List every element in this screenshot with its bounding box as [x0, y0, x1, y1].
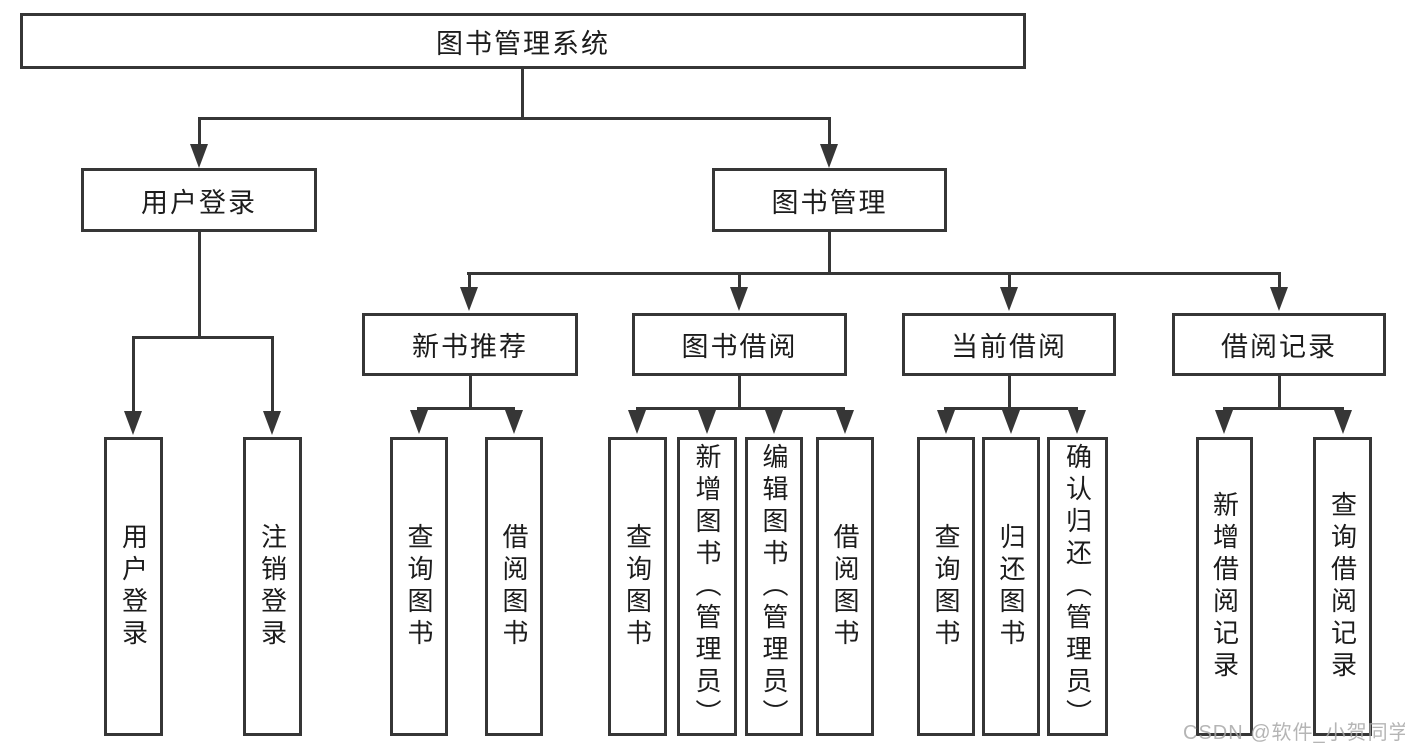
- arrow-down-icon: [124, 411, 142, 435]
- connector-drop-leaf: [132, 339, 135, 411]
- connector-login-stem: [198, 232, 201, 336]
- connector-drop-book-mgmt: [828, 120, 831, 146]
- node-book-management-branch: 图书管理: [712, 168, 947, 232]
- node-current-borrowing: 当前借阅: [902, 313, 1116, 376]
- arrow-down-icon: [505, 410, 523, 434]
- arrow-down-icon: [1002, 410, 1020, 434]
- leaf-node-borrow-books-1: 借阅图书: [485, 437, 543, 736]
- leaf-node-edit-books-admin: 编辑图书（管理员）: [745, 437, 803, 736]
- node-label: 确认归还（管理员）: [1062, 442, 1093, 731]
- node-label: 查询借阅记录: [1327, 490, 1358, 683]
- node-label: 借阅记录: [1221, 332, 1337, 362]
- node-label: 新增借阅记录: [1209, 490, 1240, 683]
- leaf-node-query-books-3: 查询图书: [917, 437, 975, 736]
- arrow-down-icon: [628, 410, 646, 434]
- node-label: 新书推荐: [412, 332, 528, 362]
- node-borrowing-records: 借阅记录: [1172, 313, 1386, 376]
- connector-group-crossbar: [636, 407, 845, 410]
- connector-drop-group: [468, 275, 471, 288]
- leaf-node-user-login: 用户登录: [104, 437, 163, 736]
- leaf-node-borrow-books-2: 借阅图书: [816, 437, 874, 736]
- node-label: 查询图书: [404, 522, 434, 651]
- csdn-watermark: CSDN @软件_小贺同学: [1183, 722, 1405, 744]
- node-label: 用户登录: [118, 522, 149, 651]
- node-label: 查询图书: [931, 522, 961, 651]
- leaf-node-query-books-2: 查询图书: [608, 437, 667, 736]
- connector-group-crossbar: [944, 407, 1078, 410]
- node-label: 用户登录: [141, 187, 257, 218]
- arrow-down-icon: [937, 410, 955, 434]
- connector-drop-user-login: [198, 120, 201, 146]
- arrow-down-icon: [1334, 410, 1352, 434]
- node-label: 借阅图书: [830, 522, 860, 651]
- connector-drop-group: [738, 275, 741, 288]
- node-book-borrowing: 图书借阅: [632, 313, 847, 376]
- connector-group-crossbar: [417, 407, 515, 410]
- arrow-down-icon: [410, 410, 428, 434]
- leaf-node-return-books: 归还图书: [982, 437, 1040, 736]
- connector-group-stem: [1278, 376, 1281, 407]
- node-label: 查询图书: [622, 522, 653, 651]
- connector-root-crossbar: [198, 117, 831, 120]
- connector-group-stem: [1008, 376, 1011, 407]
- arrow-down-icon: [836, 410, 854, 434]
- node-label: 图书借阅: [681, 332, 798, 362]
- arrow-down-icon: [263, 411, 281, 435]
- connector-drop-group: [1278, 275, 1281, 288]
- node-label: 图书管理: [771, 187, 888, 218]
- connector-group-crossbar: [1223, 407, 1344, 410]
- leaf-node-confirm-return-admin: 确认归还（管理员）: [1047, 437, 1108, 736]
- node-user-login-branch: 用户登录: [81, 168, 317, 232]
- connector-drop-group: [1008, 275, 1011, 288]
- node-label: 归还图书: [996, 522, 1026, 651]
- node-label: 编辑图书（管理员）: [759, 442, 789, 731]
- arrow-down-icon: [730, 287, 748, 311]
- node-label: 当前借阅: [951, 332, 1067, 362]
- node-label: 图书管理系统: [436, 28, 610, 59]
- leaf-node-query-borrow-record: 查询借阅记录: [1313, 437, 1372, 736]
- node-label: 借阅图书: [499, 522, 529, 651]
- connector-login-crossbar: [132, 336, 274, 339]
- node-new-book-recommendation: 新书推荐: [362, 313, 578, 376]
- node-library-management-system: 图书管理系统: [20, 13, 1026, 69]
- connector-group-stem: [469, 376, 472, 407]
- arrow-down-icon: [698, 410, 716, 434]
- arrow-down-icon: [1270, 287, 1288, 311]
- leaf-node-add-borrow-record: 新增借阅记录: [1196, 437, 1253, 736]
- leaf-node-add-books-admin: 新增图书（管理员）: [677, 437, 737, 736]
- leaf-node-query-books-1: 查询图书: [390, 437, 448, 736]
- connector-root-stem: [521, 69, 524, 117]
- arrow-down-icon: [190, 144, 208, 168]
- connector-drop-leaf: [271, 339, 274, 411]
- connector-mgmt-stem: [828, 232, 831, 272]
- connector-mgmt-crossbar: [467, 272, 1281, 275]
- arrow-down-icon: [765, 410, 783, 434]
- node-label: 新增图书（管理员）: [692, 442, 722, 731]
- leaf-node-logout: 注销登录: [243, 437, 302, 736]
- node-label: 注销登录: [257, 522, 288, 651]
- arrow-down-icon: [1068, 410, 1086, 434]
- connector-group-stem: [738, 376, 741, 407]
- arrow-down-icon: [460, 287, 478, 311]
- arrow-down-icon: [820, 144, 838, 168]
- arrow-down-icon: [1000, 287, 1018, 311]
- arrow-down-icon: [1215, 410, 1233, 434]
